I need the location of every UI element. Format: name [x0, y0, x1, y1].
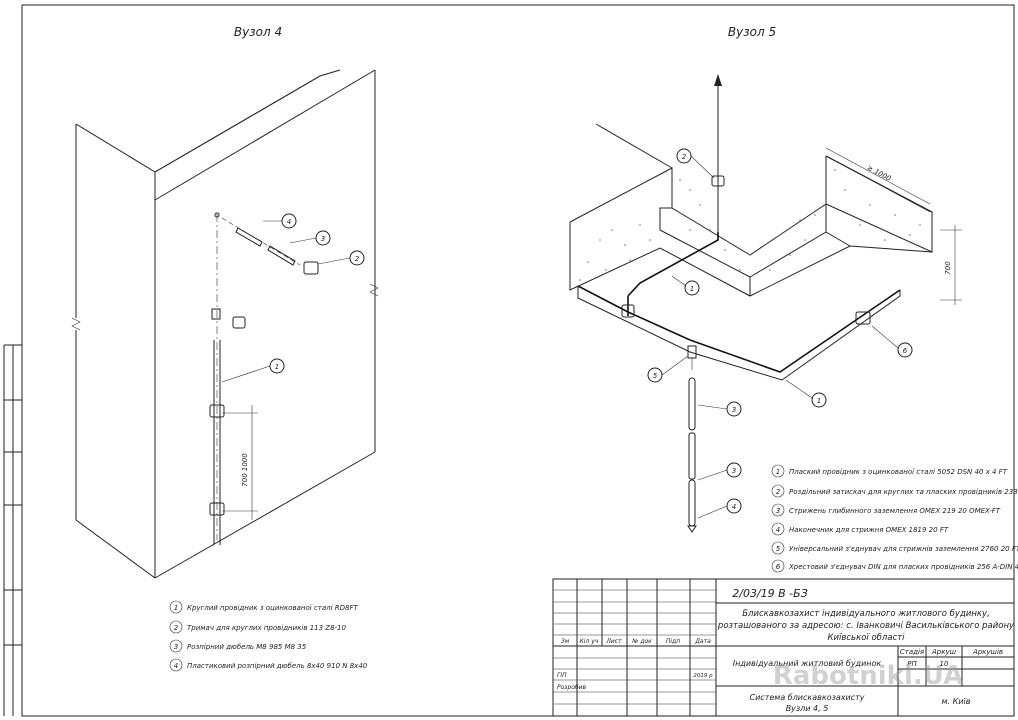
node4-legend-item: Пластиковий розпірний дюбель 8x40 910 N …	[187, 662, 368, 670]
city: м. Київ	[942, 697, 971, 706]
node5-legend-num: 5	[776, 545, 781, 553]
node4-legend-num: 1	[174, 604, 178, 612]
svg-text:2: 2	[355, 255, 360, 263]
col-header: Лист	[605, 638, 622, 645]
sheets-header: Аркушів	[972, 648, 1003, 656]
node4-callouts: 4 3 2 1	[221, 213, 365, 383]
node5-air-terminal	[627, 74, 725, 297]
drawing-code: 2/03/19 В -БЗ	[732, 587, 808, 600]
svg-text:3: 3	[321, 235, 325, 243]
issue-date: 2019 р	[693, 673, 713, 679]
node4-legend-num: 4	[174, 662, 178, 670]
node5-flat-conductor	[577, 285, 901, 381]
node4-holders	[209, 261, 319, 516]
system-line-1: Система блискавкозахисту	[750, 693, 865, 702]
col-header: Кіл уч	[580, 638, 599, 645]
node4-legend-item: Круглий провідник з оцинкованої сталі RD…	[187, 604, 358, 612]
svg-text:4: 4	[732, 503, 736, 511]
project-line-1: Блискавкозахист індивідуального житловог…	[742, 609, 990, 619]
system-line-2: Вузли 4, 5	[786, 704, 829, 713]
stage-value: РП	[907, 660, 917, 668]
node5-dim-side: 700	[944, 261, 952, 275]
node5-legend-num: 6	[776, 563, 781, 571]
node5-legend-item: Універсальний з'єднувач для стрижнів заз…	[789, 545, 1018, 553]
project-line-2: розташованого за адресою: с. Іванковичі …	[717, 621, 1015, 631]
svg-text:4: 4	[287, 218, 291, 226]
node4-round-conductor	[213, 212, 221, 545]
node5-earth-rods	[687, 345, 697, 533]
node5-legend-item: Хрестовий з'єднувач DIN для пласких пров…	[788, 563, 1018, 571]
binding-strip	[3, 344, 22, 716]
svg-text:1: 1	[817, 397, 821, 405]
title-block: 2/03/19 В -БЗ Блискавкозахист індивідуал…	[552, 578, 1015, 717]
svg-text:1: 1	[275, 363, 279, 371]
node4-legend-num: 3	[174, 643, 178, 651]
col-header: Підп	[666, 638, 680, 645]
svg-text:3: 3	[732, 467, 736, 475]
node5-legend-item: Наконечник для стрижня OMEX 1819 20 FT	[789, 526, 949, 534]
svg-text:2: 2	[682, 153, 687, 161]
node5-legend-num: 3	[776, 507, 780, 515]
node5-legend-item: Роздільний затискач для круглих та пласк…	[789, 488, 1018, 496]
sheet-value: 10	[940, 660, 949, 668]
sheet-header: Аркуш	[931, 648, 957, 656]
node5-title: Вузол 5	[728, 25, 776, 39]
node5-legend-num: 1	[776, 468, 780, 476]
node4-legend-item: Розпірний дюбель M8 985 M8 35	[187, 643, 307, 651]
node5-callouts: 2 1 5 3 3 4 6 1	[647, 148, 913, 519]
node5-pit	[569, 123, 933, 297]
node4-drawing: Вузол 4	[71, 25, 379, 672]
node4-dimension: 700 1000	[222, 405, 258, 520]
node4-legend-num: 2	[174, 624, 179, 632]
node5-legend-num: 4	[776, 526, 780, 534]
node4-title: Вузол 4	[234, 25, 282, 39]
node4-dim-label: 700 1000	[241, 453, 249, 487]
svg-text:3: 3	[732, 406, 736, 414]
sheet-frame	[21, 4, 1015, 717]
svg-text:6: 6	[903, 347, 908, 355]
node5-legend-item: Стрижень глибинного заземлення OMEX 219 …	[789, 507, 1001, 515]
node5-dimensions: ≥ 1000 700	[825, 147, 962, 305]
node5-legend-num: 2	[776, 488, 781, 496]
col-header: Дата	[694, 638, 711, 645]
node4-wall	[71, 69, 379, 579]
node4-legend: 1 Круглий провідник з оцинкованої сталі …	[169, 600, 368, 672]
stage-header: Стадія	[900, 648, 924, 656]
svg-text:5: 5	[653, 372, 658, 380]
node5-legend-item: Плаский провідник з оцинкованої сталі 50…	[789, 468, 1008, 476]
node4-dowels	[221, 217, 301, 266]
node4-legend-item: Тримач для круглих провідників 113 Z8-10	[187, 624, 347, 632]
node5-legend: 1 Плаский провідник з оцинкованої сталі …	[771, 464, 1018, 573]
watermark-logo: Rabotniki.UA	[773, 661, 963, 691]
svg-text:1: 1	[690, 285, 694, 293]
col-header: Зм	[561, 638, 570, 645]
node5-dim-top: ≥ 1000	[866, 164, 893, 183]
col-header: № док	[631, 638, 652, 645]
role-gip: ГІП	[557, 672, 567, 679]
project-line-3: Київської області	[827, 633, 905, 643]
node5-drawing: Вузол 5	[569, 25, 1018, 573]
building-name: Індивідуальний житловий будинок	[733, 659, 882, 668]
role-developed: Розробив	[557, 684, 587, 691]
